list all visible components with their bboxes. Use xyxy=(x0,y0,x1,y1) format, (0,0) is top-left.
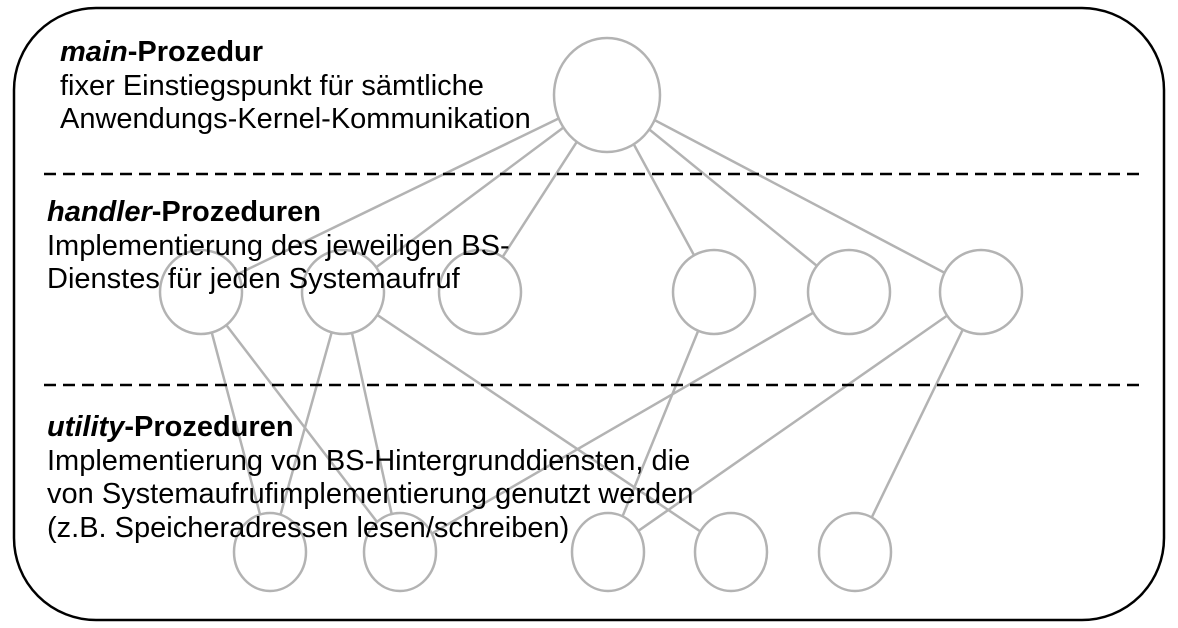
handler-procedure-node-h3 xyxy=(437,248,523,336)
edge-main-h6 xyxy=(606,93,982,294)
utility-procedure-node-u5 xyxy=(817,511,893,593)
utility-layer-desc-line: Implementierung von BS-Hintergrunddienst… xyxy=(47,444,691,477)
edge-h2-u2 xyxy=(341,291,402,553)
handler-procedure-node-h2 xyxy=(300,248,386,336)
utility-procedure-node-u1 xyxy=(232,511,308,593)
edge-h1-u2 xyxy=(200,291,401,553)
utility-layer-label: utility-Prozeduren Implementierung von B… xyxy=(47,411,693,545)
main-layer-desc-line: fixer Einstiegspunkt für sämtliche xyxy=(60,69,484,102)
main-layer-desc-line: Anwendungs-Kernel-Kommunikation xyxy=(60,103,531,135)
utility-layer-title: utility-Prozeduren xyxy=(47,411,693,445)
edge-h5-u2 xyxy=(399,290,850,554)
handler-layer-title-italic: handler xyxy=(47,196,152,228)
main-layer-title: main-Prozedur xyxy=(60,36,531,70)
utility-layer-title-italic: utility xyxy=(47,411,125,443)
handler-procedure-node-h1 xyxy=(158,248,244,336)
handler-procedure-node-h5 xyxy=(806,248,892,336)
handler-layer-label: handler-Prozeduren Implementierung des j… xyxy=(47,196,510,297)
edge-h4-u3 xyxy=(606,291,716,553)
handler-layer-title-rest: -Prozeduren xyxy=(151,196,321,228)
outer-frame xyxy=(12,6,1166,622)
edge-h6-u3 xyxy=(607,290,982,554)
handler-layer-desc-line: Implementierung des jeweiligen BS- xyxy=(47,229,510,262)
utility-procedure-node-u4 xyxy=(693,511,769,593)
utility-procedure-node-u3 xyxy=(570,511,646,593)
edge-h1-u1 xyxy=(199,291,272,553)
handler-procedure-node-h4 xyxy=(671,248,757,336)
edge-h6-u5 xyxy=(853,291,983,553)
handler-layer-title: handler-Prozeduren xyxy=(47,196,510,230)
main-procedure-node-main xyxy=(552,36,662,154)
utility-procedure-node-u2 xyxy=(362,511,438,593)
utility-layer-title-rest: -Prozeduren xyxy=(124,411,294,443)
main-layer-label: main-Prozedur fixer Einstiegspunkt für s… xyxy=(60,36,531,137)
utility-layer-desc-line: (z.B. Speicheradressen lesen/schreiben) xyxy=(47,511,570,544)
edge-main-h1 xyxy=(200,93,608,294)
utility-layer-desc-line: von Systemaufrufimplementierung genutzt … xyxy=(47,478,694,510)
main-layer-title-rest: -Prozedur xyxy=(127,36,264,68)
edge-h2-u4 xyxy=(342,290,732,554)
main-layer-title-italic: main xyxy=(60,36,128,68)
handler-procedure-node-h6 xyxy=(938,248,1024,336)
handler-layer-desc-line: Dienstes für jeden Systemaufruf xyxy=(47,263,460,295)
edge-h2-u1 xyxy=(268,291,345,553)
